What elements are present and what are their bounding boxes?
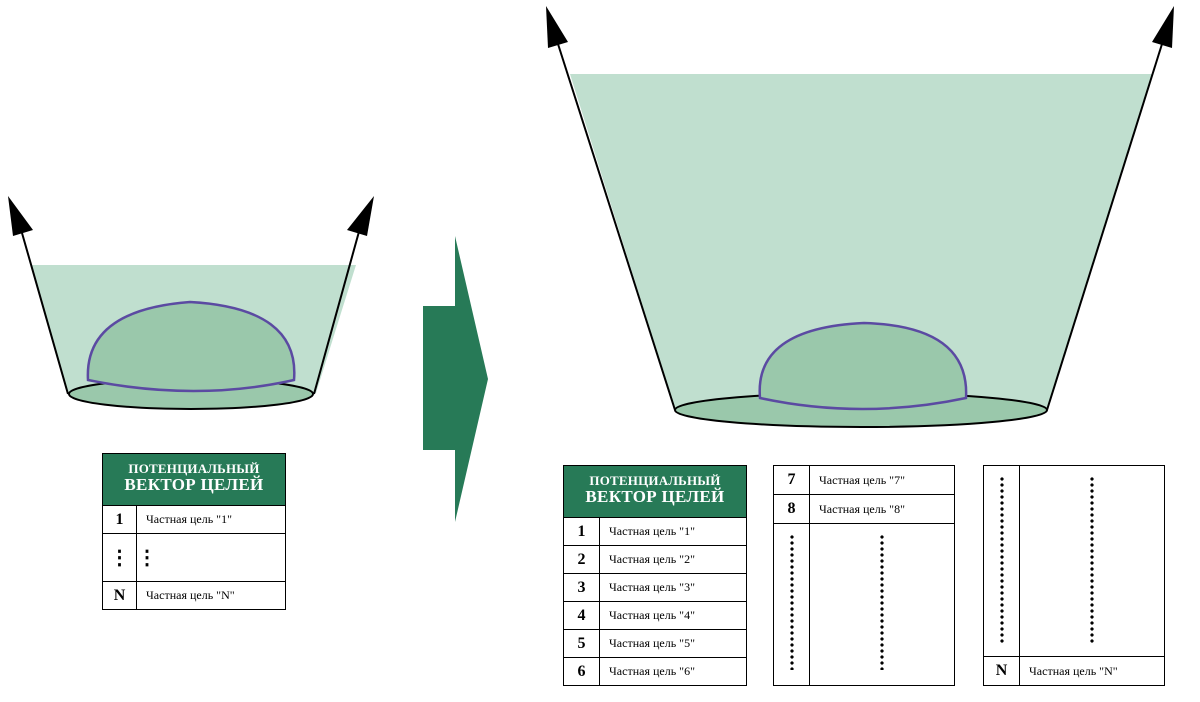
row-goal-text: Частная цель "3" <box>609 580 695 594</box>
row-number: 5 <box>564 630 600 657</box>
row-number: N <box>984 657 1020 685</box>
row-goal-ellipsis: ⋮ <box>137 547 157 569</box>
text-column-dots <box>810 524 954 685</box>
left-table-row-1: 1 Частная цель "1" <box>103 506 285 534</box>
row-number: 1 <box>103 506 137 533</box>
row-goal-text: Частная цель "N" <box>146 588 235 602</box>
small-funnel-left-arrowhead <box>8 196 33 236</box>
small-funnel-right-edge <box>313 227 361 395</box>
small-funnel-right-arrowhead <box>347 196 374 236</box>
right-table-header: ПОТЕНЦИАЛЬНЫЙ ВЕКТОР ЦЕЛЕЙ <box>564 466 746 518</box>
left-table-header-line2: ВЕКТОР ЦЕЛЕЙ <box>124 475 264 494</box>
continuation-dots-area <box>984 466 1164 657</box>
vertical-ellipsis <box>1090 476 1094 644</box>
vertical-ellipsis <box>999 476 1004 644</box>
row-number: 4 <box>564 602 600 629</box>
large-funnel-left-arrowhead <box>546 6 568 48</box>
continuation-table-3: N Частная цель "N" <box>983 465 1165 686</box>
right-table-row: 6 Частная цель "6" <box>564 658 746 685</box>
row-number: 1 <box>564 518 600 545</box>
left-goal-vector-table: ПОТЕНЦИАЛЬНЫЙ ВЕКТОР ЦЕЛЕЙ 1 Частная цел… <box>102 453 286 610</box>
right-table-row: 5 Частная цель "5" <box>564 630 746 658</box>
row-goal-text: Частная цель "7" <box>819 472 905 487</box>
right-table-row: 3 Частная цель "3" <box>564 574 746 602</box>
row-number: 2 <box>564 546 600 573</box>
row-number: 3 <box>564 574 600 601</box>
left-table-header: ПОТЕНЦИАЛЬНЫЙ ВЕКТОР ЦЕЛЕЙ <box>103 454 285 506</box>
vertical-ellipsis <box>789 534 794 670</box>
row-number: 8 <box>774 495 810 523</box>
continuation-table-2: 7 Частная цель "7" 8 Частная цель "8" <box>773 465 955 686</box>
right-table-row: 8 Частная цель "8" <box>774 495 954 524</box>
row-number: N <box>103 582 137 609</box>
small-dome <box>86 300 296 393</box>
left-table-header-line1: ПОТЕНЦИАЛЬНЫЙ <box>128 461 260 476</box>
row-goal-text: Частная цель "4" <box>609 608 695 622</box>
left-table-row-n: N Частная цель "N" <box>103 582 285 609</box>
right-table-row: 1 Частная цель "1" <box>564 518 746 546</box>
left-table-row-ellipsis: ⋮ ⋮ <box>103 534 285 582</box>
row-goal-text: Частная цель "8" <box>819 501 905 516</box>
row-goal-text: Частная цель "1" <box>146 512 232 526</box>
large-funnel-right-edge <box>1046 43 1163 411</box>
small-funnel <box>8 196 374 410</box>
right-table-row: 4 Частная цель "4" <box>564 602 746 630</box>
number-column-dots <box>984 466 1020 656</box>
transition-arrow <box>423 236 488 522</box>
right-table-header-line2: ВЕКТОР ЦЕЛЕЙ <box>585 487 725 506</box>
row-goal-text: Частная цель "6" <box>609 664 695 678</box>
row-number-ellipsis: ⋮ <box>103 534 137 581</box>
vertical-ellipsis <box>880 534 884 670</box>
continuation-dots-area <box>774 524 954 685</box>
row-goal-text: Частная цель "1" <box>609 524 695 538</box>
large-funnel-fill <box>570 74 1152 409</box>
row-goal-text: Частная цель "N" <box>1029 663 1118 678</box>
row-number: 6 <box>564 658 600 685</box>
right-table-header-line1: ПОТЕНЦИАЛЬНЫЙ <box>589 473 721 488</box>
large-dome <box>758 321 968 411</box>
large-funnel-right-arrowhead <box>1152 6 1174 48</box>
right-table-row: 7 Частная цель "7" <box>774 466 954 495</box>
large-funnel <box>546 6 1174 428</box>
right-table-row-n: N Частная цель "N" <box>984 657 1164 685</box>
row-goal-text: Частная цель "2" <box>609 552 695 566</box>
right-table-row: 2 Частная цель "2" <box>564 546 746 574</box>
small-funnel-left-edge <box>19 225 69 395</box>
row-number: 7 <box>774 466 810 494</box>
large-funnel-left-edge <box>557 43 676 411</box>
number-column-dots <box>774 524 810 685</box>
right-goal-vector-table: ПОТЕНЦИАЛЬНЫЙ ВЕКТОР ЦЕЛЕЙ 1 Частная цел… <box>563 465 747 686</box>
text-column-dots <box>1020 466 1164 656</box>
row-goal-text: Частная цель "5" <box>609 636 695 650</box>
